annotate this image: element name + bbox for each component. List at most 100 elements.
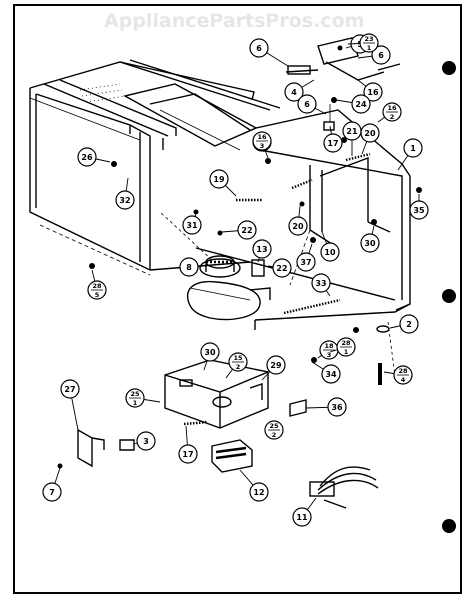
callout-29: 29 bbox=[261, 355, 286, 381]
callout-16-3: 163 bbox=[252, 131, 272, 153]
callout-numerator: 25 bbox=[269, 422, 279, 430]
diagram-frame bbox=[13, 4, 462, 594]
callout-24: 24 bbox=[335, 94, 371, 114]
callout-17: 17 bbox=[323, 125, 343, 153]
callout-numerator: 18 bbox=[324, 342, 334, 350]
callout-number: 3 bbox=[143, 437, 149, 446]
callout-denominator: 5 bbox=[95, 291, 100, 299]
callout-31: 31 bbox=[182, 213, 202, 235]
callout-denominator: 1 bbox=[367, 44, 372, 52]
callout-36: 36 bbox=[305, 397, 347, 417]
callout-numerator: 28 bbox=[92, 282, 102, 290]
callout-number: 33 bbox=[315, 279, 326, 288]
callout-17: 17 bbox=[178, 425, 198, 464]
callout-20: 20 bbox=[288, 205, 308, 236]
callout-28-1: 281 bbox=[329, 337, 356, 357]
cabinet-chassis bbox=[29, 59, 411, 377]
callout-number: 22 bbox=[241, 226, 252, 235]
callout-denominator: 2 bbox=[272, 431, 277, 439]
callout-12: 12 bbox=[239, 469, 269, 502]
callout-3: 3 bbox=[133, 431, 156, 451]
callout-number: 11 bbox=[296, 513, 308, 522]
callout-35: 35 bbox=[409, 194, 429, 220]
callout-denominator: 4 bbox=[401, 376, 406, 384]
callout-number: 22 bbox=[276, 264, 287, 273]
callout-21: 21 bbox=[342, 121, 362, 156]
callout-number: 34 bbox=[325, 370, 337, 379]
base-plate-assembly bbox=[164, 359, 269, 429]
callout-23-1: 231 bbox=[347, 33, 379, 53]
callout-number: 21 bbox=[346, 127, 358, 136]
callout-number: 2 bbox=[406, 320, 412, 329]
callout-number: 4 bbox=[291, 88, 297, 97]
callout-20: 20 bbox=[360, 123, 380, 155]
callout-13: 13 bbox=[252, 239, 272, 263]
callout-8: 8 bbox=[179, 257, 205, 277]
callout-numerator: 28 bbox=[341, 339, 351, 347]
interlock-switch-assembly bbox=[285, 37, 401, 131]
callout-number: 13 bbox=[256, 245, 267, 254]
callout-denominator: 2 bbox=[236, 363, 241, 371]
callout-25-1: 251 bbox=[125, 388, 161, 408]
callout-denominator: 1 bbox=[344, 348, 349, 356]
callout-6: 6 bbox=[297, 94, 327, 115]
callout-6: 6 bbox=[249, 38, 289, 67]
wire-harness bbox=[309, 466, 379, 509]
callout-numerator: 16 bbox=[387, 104, 397, 112]
callout-number: 29 bbox=[270, 361, 282, 370]
hinge-bracket bbox=[57, 428, 135, 469]
callout-number: 7 bbox=[49, 488, 55, 497]
callout-37: 37 bbox=[296, 243, 316, 272]
motor-bracket bbox=[251, 259, 265, 277]
callout-number: 26 bbox=[81, 153, 93, 162]
callout-1: 1 bbox=[397, 138, 423, 171]
callout-16-2: 162 bbox=[377, 102, 402, 123]
callout-number: 31 bbox=[186, 221, 198, 230]
callout-number: 17 bbox=[182, 450, 193, 459]
callout-6: 6 bbox=[357, 45, 391, 65]
hardware-fasteners bbox=[89, 137, 422, 385]
callout-number: 6 bbox=[378, 51, 384, 60]
callout-number: 6 bbox=[256, 44, 262, 53]
callout-number: 35 bbox=[413, 206, 425, 215]
callout-7: 7 bbox=[42, 467, 62, 502]
callout-22: 22 bbox=[267, 258, 292, 278]
callout-number: 32 bbox=[119, 196, 130, 205]
callout-denominator: 3 bbox=[327, 351, 332, 359]
callout-number: 20 bbox=[364, 129, 376, 138]
callout-28-5: 285 bbox=[87, 269, 107, 300]
callout-27: 27 bbox=[60, 379, 80, 431]
callout-number: 20 bbox=[292, 222, 304, 231]
callout-number: 27 bbox=[64, 385, 75, 394]
callout-number: 16 bbox=[367, 88, 379, 97]
callout-denominator: 3 bbox=[260, 142, 265, 150]
spring-clips bbox=[183, 152, 371, 426]
callout-34: 34 bbox=[311, 361, 341, 384]
callout-numerator: 15 bbox=[233, 354, 243, 362]
callout-number: 12 bbox=[253, 488, 264, 497]
callout-number: 1 bbox=[410, 144, 416, 153]
callout-denominator: 1 bbox=[133, 399, 138, 407]
fan-blade-assembly bbox=[199, 255, 241, 278]
callout-19: 19 bbox=[209, 169, 237, 197]
callout-16: 16 bbox=[357, 79, 383, 102]
callout-25-2: 252 bbox=[264, 420, 284, 440]
callout-denominator: 2 bbox=[390, 113, 395, 121]
callout-number: 24 bbox=[355, 100, 367, 109]
callout-30: 30 bbox=[360, 225, 380, 253]
callout-4: 4 bbox=[284, 79, 315, 102]
callout-number: 30 bbox=[364, 239, 376, 248]
watermark: AppliancePartsPros.com bbox=[104, 10, 364, 32]
callout-numerator: 16 bbox=[257, 133, 267, 141]
callout-30: 30 bbox=[200, 342, 220, 371]
callout-number: 10 bbox=[324, 248, 336, 257]
callout-number: 36 bbox=[331, 403, 343, 412]
callout-number: 8 bbox=[186, 263, 192, 272]
callout-number: 19 bbox=[213, 175, 225, 184]
binder-hole-top bbox=[442, 61, 456, 75]
binder-hole-bottom bbox=[442, 519, 456, 533]
callout-number: 37 bbox=[300, 258, 311, 267]
callout-33: 33 bbox=[311, 273, 331, 297]
